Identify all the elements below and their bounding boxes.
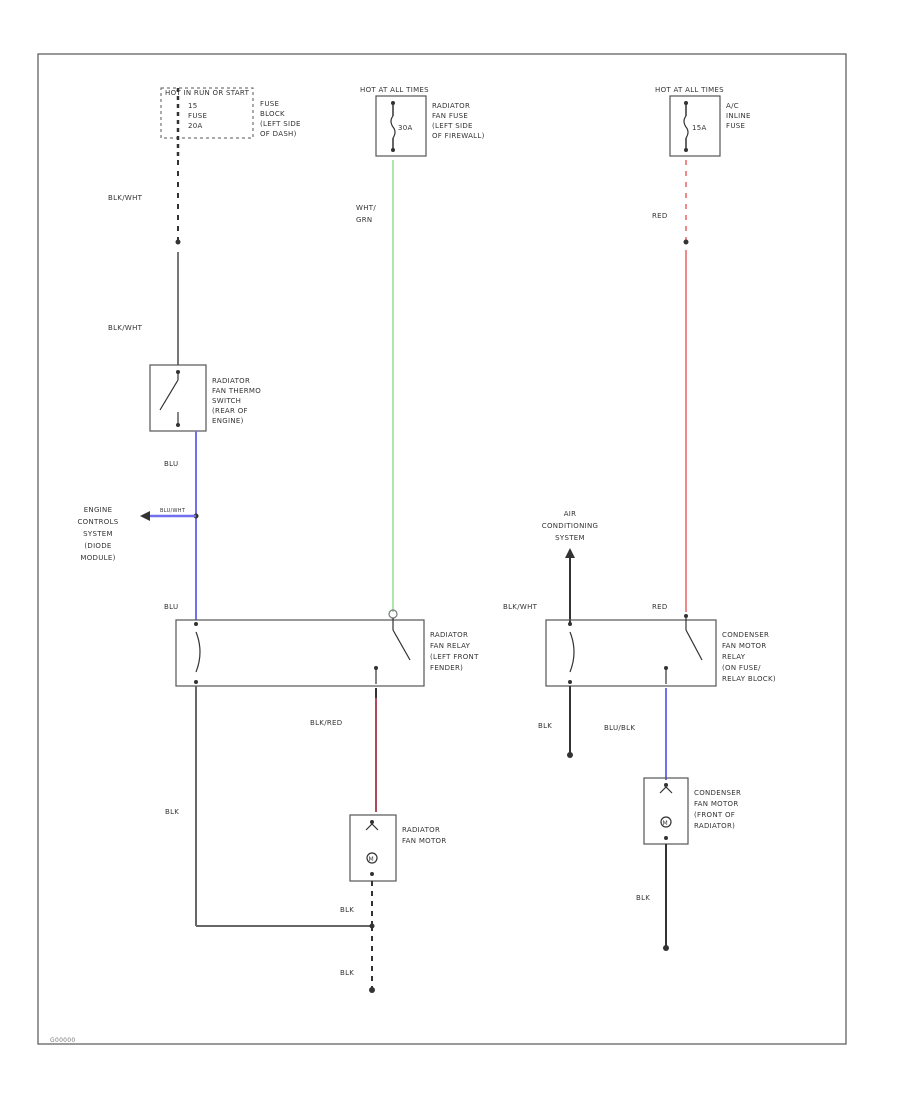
ac-inline-fuse: 15A HOT AT ALL TIMES A/C INLINE FUSE	[655, 86, 751, 157]
svg-text:SYSTEM: SYSTEM	[83, 530, 113, 538]
ground-point	[567, 752, 573, 758]
svg-text:(LEFT SIDE: (LEFT SIDE	[260, 120, 301, 128]
svg-text:FENDER): FENDER)	[430, 664, 463, 672]
svg-text:INLINE: INLINE	[726, 112, 751, 120]
svg-text:SYSTEM: SYSTEM	[555, 534, 585, 542]
svg-text:FAN MOTOR: FAN MOTOR	[402, 837, 447, 845]
wire-label-blk-red: BLK/RED	[310, 719, 342, 727]
svg-text:FUSE: FUSE	[260, 100, 279, 108]
wire-label-blk-left: BLK	[165, 808, 179, 816]
svg-text:RADIATOR): RADIATOR)	[694, 822, 735, 830]
svg-text:BLOCK: BLOCK	[260, 110, 285, 118]
condenser-fan-relay: CONDENSER FAN MOTOR RELAY (ON FUSE/ RELA…	[545, 614, 776, 687]
svg-text:RADIATOR: RADIATOR	[432, 102, 470, 110]
ign-fuse-amp: 20A	[188, 122, 203, 130]
svg-text:FAN THERMO: FAN THERMO	[212, 387, 261, 395]
wire-label-blk-wht-2: BLK/WHT	[108, 324, 143, 332]
wire-label-blu-1: BLU	[164, 460, 178, 468]
wire-label-blu-2: BLU	[164, 603, 178, 611]
svg-text:FUSE: FUSE	[726, 122, 745, 130]
svg-text:(ON FUSE/: (ON FUSE/	[722, 664, 761, 672]
wire-label-wht: WHT/	[356, 204, 376, 212]
svg-text:A/C: A/C	[726, 102, 739, 110]
svg-text:ENGINE: ENGINE	[84, 506, 113, 514]
wire-label-red-relay: RED	[652, 603, 668, 611]
svg-text:CONDITIONING: CONDITIONING	[542, 522, 599, 530]
wire-label-grn: GRN	[356, 216, 372, 224]
wire-label-blu-blk: BLU/BLK	[604, 724, 635, 732]
svg-text:CONDENSER: CONDENSER	[722, 631, 769, 639]
wire-label-blk-cond: BLK	[636, 894, 650, 902]
wire-label-blk-bottom: BLK	[340, 969, 354, 977]
splice-point	[175, 239, 181, 245]
wire-label-red-top: RED	[652, 212, 668, 220]
diagram-code: G00000	[50, 1037, 76, 1044]
svg-text:RADIATOR: RADIATOR	[212, 377, 250, 385]
svg-text:RELAY: RELAY	[722, 653, 746, 661]
thermo-switch: RADIATOR FAN THERMO SWITCH (REAR OF ENGI…	[149, 364, 261, 432]
svg-text:15A: 15A	[692, 124, 707, 132]
svg-text:FAN MOTOR: FAN MOTOR	[722, 642, 767, 650]
svg-text:M: M	[663, 820, 668, 827]
wire-label-blk-relay2: BLK	[538, 722, 552, 730]
svg-text:RELAY BLOCK): RELAY BLOCK)	[722, 675, 776, 683]
radiator-fan-motor: M RADIATOR FAN MOTOR	[349, 814, 447, 882]
ac-system-label: AIR CONDITIONING SYSTEM	[542, 510, 599, 542]
svg-text:FAN MOTOR: FAN MOTOR	[694, 800, 739, 808]
svg-text:FAN RELAY: FAN RELAY	[430, 642, 471, 650]
svg-text:OF FIREWALL): OF FIREWALL)	[432, 132, 485, 140]
svg-text:FAN FUSE: FAN FUSE	[432, 112, 468, 120]
wire-label-blu-wht: BLU/WHT	[160, 508, 186, 514]
radiator-fan-relay: RADIATOR FAN RELAY (LEFT FRONT FENDER)	[175, 609, 479, 687]
ign-fuse-number: 15	[188, 102, 198, 110]
ignition-fuse: HOT IN RUN OR START 15 FUSE 20A FUSE BLO…	[160, 87, 301, 160]
svg-text:HOT AT ALL TIMES: HOT AT ALL TIMES	[360, 86, 429, 94]
svg-text:30A: 30A	[398, 124, 413, 132]
svg-text:(DIODE: (DIODE	[84, 542, 111, 550]
svg-text:(LEFT FRONT: (LEFT FRONT	[430, 653, 479, 661]
diagram-frame	[37, 53, 847, 1045]
svg-text:CONDENSER: CONDENSER	[694, 789, 741, 797]
wire-label-blk-fan: BLK	[340, 906, 354, 914]
ign-fuse-hot-label: HOT IN RUN OR START	[165, 89, 250, 97]
ign-fuse-label: FUSE	[188, 112, 207, 120]
ground-point	[663, 945, 669, 951]
svg-text:M: M	[369, 856, 374, 863]
svg-text:(LEFT SIDE: (LEFT SIDE	[432, 122, 473, 130]
svg-text:SWITCH: SWITCH	[212, 397, 241, 405]
svg-text:MODULE): MODULE)	[80, 554, 115, 562]
wire-label-blk-wht-ac: BLK/WHT	[503, 603, 538, 611]
svg-text:AIR: AIR	[564, 510, 577, 518]
svg-text:(REAR OF: (REAR OF	[212, 407, 248, 415]
wire-label-blk-wht-1: BLK/WHT	[108, 194, 143, 202]
radiator-fan-fuse: 30A HOT AT ALL TIMES RADIATOR FAN FUSE (…	[360, 86, 485, 157]
svg-text:ENGINE): ENGINE)	[212, 417, 244, 425]
splice-point	[683, 239, 689, 245]
svg-text:RADIATOR: RADIATOR	[430, 631, 468, 639]
svg-text:RADIATOR: RADIATOR	[402, 826, 440, 834]
ground-point	[369, 987, 375, 993]
arrow-left-icon	[140, 511, 150, 521]
svg-text:OF DASH): OF DASH)	[260, 130, 297, 138]
engine-control-label: ENGINE CONTROLS SYSTEM (DIODE MODULE)	[77, 506, 118, 562]
svg-text:CONTROLS: CONTROLS	[77, 518, 118, 526]
svg-text:HOT AT ALL TIMES: HOT AT ALL TIMES	[655, 86, 724, 94]
condenser-fan-motor: M CONDENSER FAN MOTOR (FRONT OF RADIATOR…	[643, 777, 741, 845]
svg-text:(FRONT OF: (FRONT OF	[694, 811, 735, 819]
arrow-up-icon	[565, 548, 575, 558]
